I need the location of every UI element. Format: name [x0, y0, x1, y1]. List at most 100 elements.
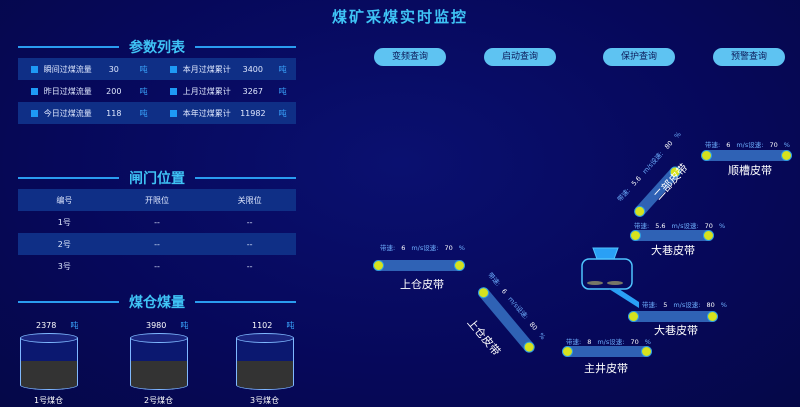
query-button-1[interactable]: 启动查询: [484, 48, 556, 66]
belt-value: 70: [769, 141, 778, 149]
param-value: 3267: [242, 86, 263, 96]
param-unit: 吨: [278, 64, 287, 74]
bin-top: [20, 333, 78, 343]
belt-info-label: 带速:: [566, 338, 582, 346]
param-name: 昨日过煤流量: [43, 86, 92, 96]
belt-value: 70: [704, 222, 713, 230]
conveyor-belt[interactable]: [628, 311, 718, 322]
belt-value: 5.6: [629, 174, 643, 188]
roller-icon: [562, 346, 573, 357]
gates-header: 闸门位置: [18, 168, 296, 188]
belt-value: 6: [499, 287, 509, 296]
roller-icon: [373, 260, 384, 271]
belt-info-label: m/s: [671, 222, 684, 230]
roller-icon: [521, 339, 537, 355]
column-header: 关限位: [237, 195, 262, 205]
bin-fill: [131, 360, 187, 389]
param-unit: 吨: [139, 108, 148, 118]
roller-icon: [475, 284, 492, 301]
table-cell: 1号: [57, 217, 71, 227]
roller-icon: [631, 203, 648, 220]
belt-name: 二部皮带: [651, 161, 691, 203]
belt-info-label: %: [672, 130, 683, 141]
conveyor-belt[interactable]: [630, 230, 714, 241]
roller-icon: [454, 260, 465, 271]
belt-info-label: 带速:: [615, 186, 632, 204]
column-header: 编号: [56, 195, 73, 205]
hopper: [581, 247, 641, 309]
belt-info-label: m/s: [736, 141, 749, 149]
belt-info-label: 带速:: [642, 301, 658, 309]
bin-fill: [21, 360, 77, 389]
roller-icon: [781, 150, 792, 161]
roller-icon: [630, 230, 641, 241]
belt-value: 80: [527, 320, 540, 332]
param-name: 上月过煤累计: [182, 86, 231, 96]
table-row: 1号----: [18, 211, 296, 233]
table-cell: --: [246, 261, 253, 271]
param-unit: 吨: [278, 108, 287, 118]
belt-info-label: %: [644, 338, 651, 346]
section-title: 煤仓煤量: [129, 295, 185, 311]
conveyor-belt[interactable]: [562, 346, 652, 357]
belt-name: 顺槽皮带: [728, 164, 772, 177]
belt-info-label: 带速:: [705, 141, 721, 149]
conveyor-belt[interactable]: [701, 150, 792, 161]
coal-bin: [130, 333, 188, 393]
param-value: 3400: [242, 64, 263, 74]
param-value: 118: [106, 108, 122, 118]
bin-name: 1号煤仓: [34, 396, 64, 405]
bin-name: 3号煤仓: [250, 396, 280, 405]
bin-fill: [237, 360, 293, 389]
bullet-icon: [31, 65, 38, 73]
bin-top: [130, 333, 188, 343]
query-button-2[interactable]: 保护查询: [603, 48, 675, 66]
conveyor-belt[interactable]: [373, 260, 465, 271]
bin-value: 3980: [146, 321, 167, 330]
table-cell: --: [154, 261, 160, 271]
roller-icon: [707, 311, 718, 322]
param-value: 30: [108, 64, 119, 74]
belt-value: 80: [663, 139, 675, 151]
belt-info-label: %: [458, 244, 465, 252]
query-button-3[interactable]: 预警查询: [713, 48, 785, 66]
bullet-icon: [170, 87, 177, 95]
page-title: 煤矿采煤实时监控: [331, 8, 468, 26]
param-name: 瞬间过煤流量: [43, 64, 92, 74]
belt-info-label: 设速:: [648, 149, 665, 167]
param-name: 本年过煤累计: [182, 108, 231, 118]
bin-unit: 吨: [180, 321, 189, 330]
params-header: 参数列表: [18, 37, 296, 57]
param-name: 本月过煤累计: [182, 64, 231, 74]
table-cell: 3号: [57, 261, 71, 271]
belt-info-label: 带速:: [634, 222, 650, 230]
column-header: 开限位: [145, 195, 169, 205]
roller-icon: [641, 346, 652, 357]
table-cell: --: [154, 239, 160, 249]
belt-info-label: 设速:: [423, 244, 439, 252]
belt-info-label: 带速:: [486, 271, 503, 288]
belt-name: 大巷皮带: [651, 244, 695, 257]
belt-value: 8: [587, 338, 592, 346]
coal-bin: [236, 333, 294, 393]
table-cell: --: [246, 239, 253, 249]
param-value: 200: [106, 86, 122, 96]
belt-info-label: %: [718, 222, 726, 230]
belt-value: 5: [663, 301, 668, 309]
table-row: 3号 -- --: [18, 255, 296, 277]
coal-bin: [20, 333, 78, 393]
belt-value: 80: [706, 301, 715, 309]
belt-name: 上仓皮带: [464, 316, 503, 359]
hopper-icon: [581, 247, 639, 308]
query-button-0[interactable]: 变频查询: [374, 48, 446, 66]
param-unit: 吨: [139, 64, 148, 74]
belt-info-label: 带速:: [380, 244, 396, 252]
